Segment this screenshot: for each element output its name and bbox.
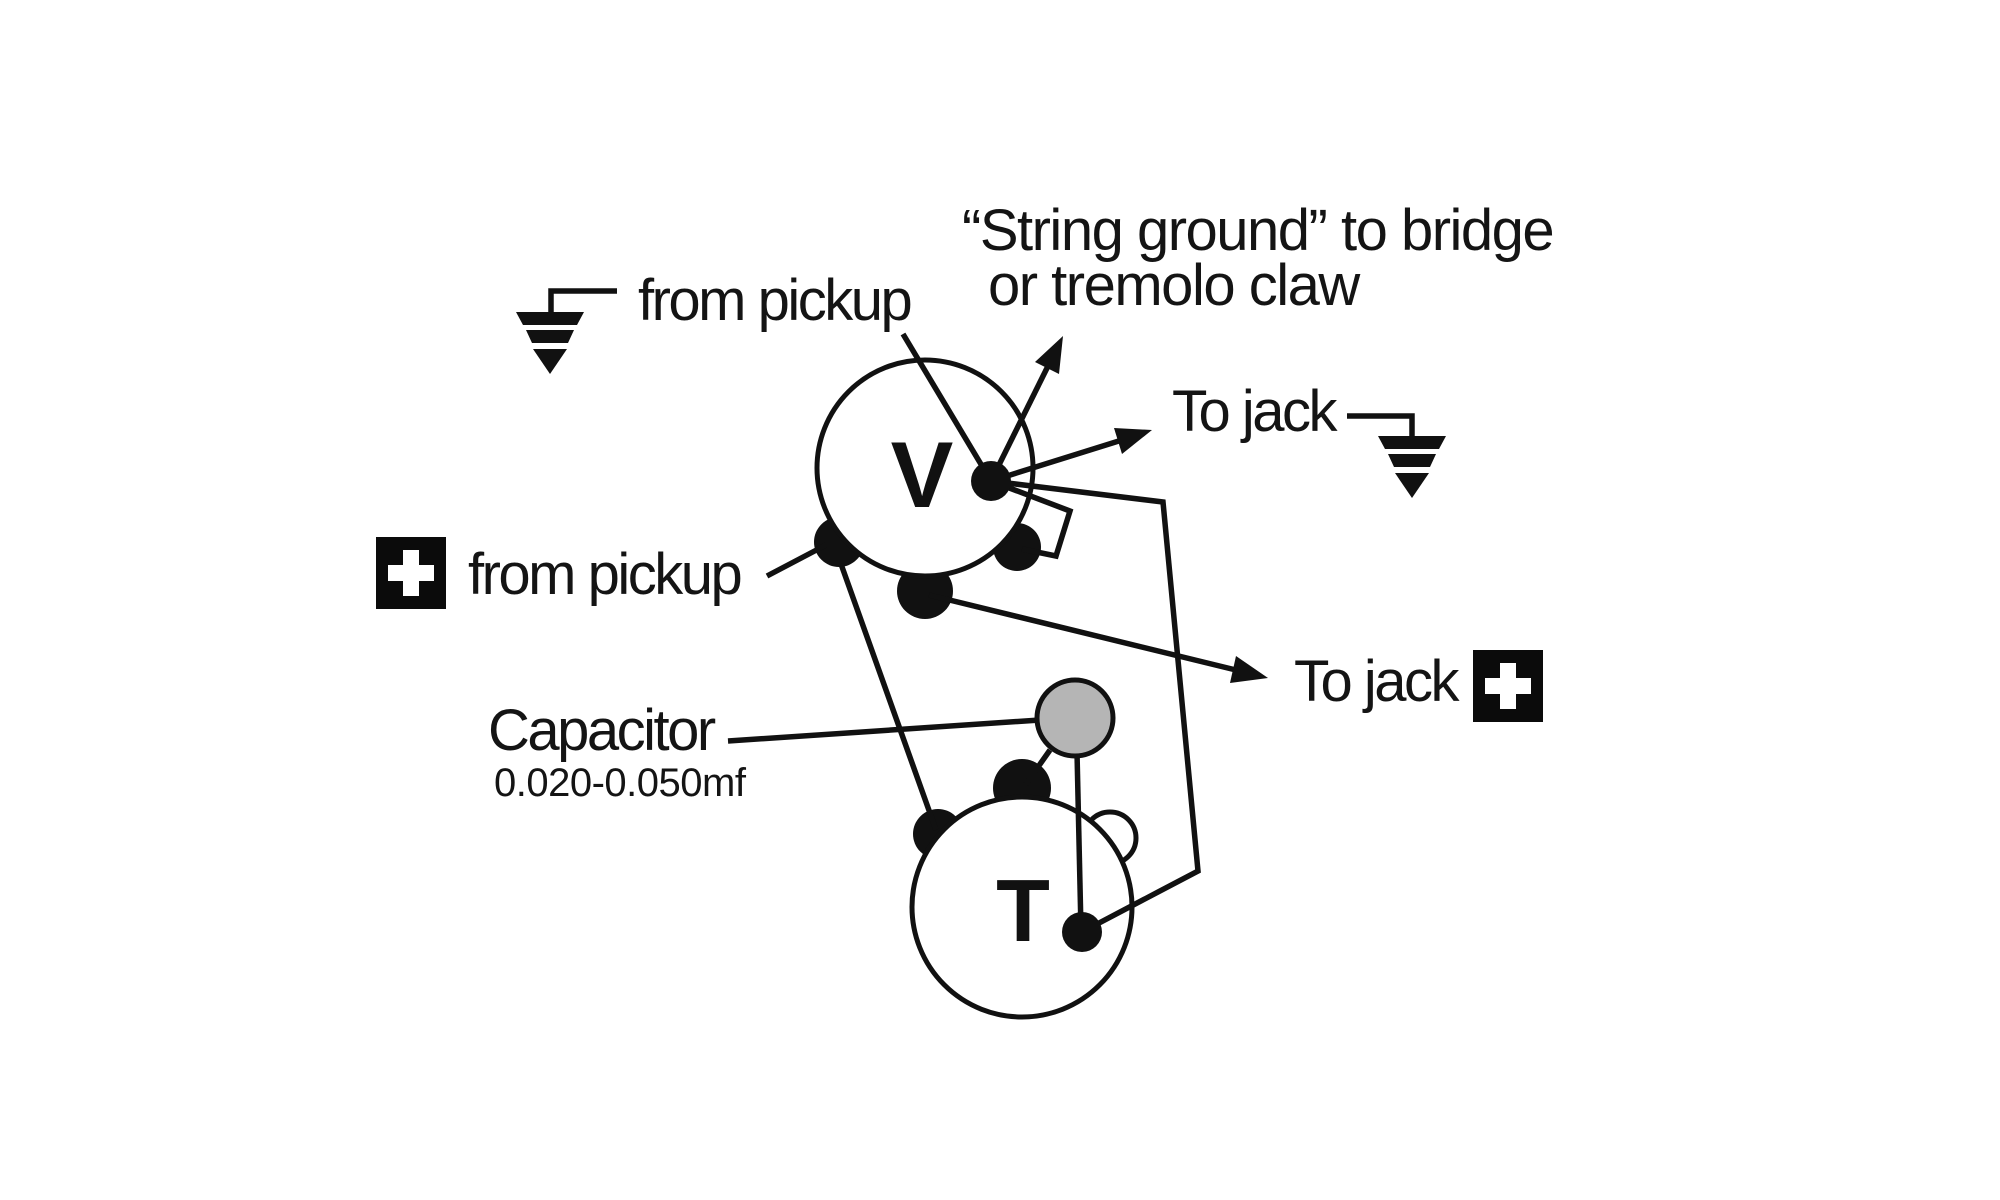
capacitor-body xyxy=(1034,677,1116,759)
wire-to-jack-ground xyxy=(990,437,1123,484)
wires xyxy=(727,332,1241,935)
arrowhead-to-jack-hot xyxy=(1230,656,1268,683)
label-to-jack-ground: To jack xyxy=(1172,379,1339,444)
wire-to-jack-hot xyxy=(928,592,1241,674)
arrowhead-string-ground xyxy=(1035,336,1063,374)
wire-from-pickup-top xyxy=(900,332,994,483)
label-string-ground-line2: or tremolo claw xyxy=(988,253,1361,318)
ground-lead-left xyxy=(548,288,617,313)
ground-lead-right xyxy=(1347,413,1415,438)
ground-icon-right xyxy=(1347,413,1446,498)
volume-lug-center xyxy=(971,461,1011,501)
label-from-pickup-left: from pickup xyxy=(468,542,741,607)
label-capacitor-value: 0.020-0.050mf xyxy=(494,761,747,805)
arrowheads xyxy=(1035,336,1268,683)
label-capacitor: Capacitor xyxy=(488,698,716,763)
wire-capacitor-to-lug xyxy=(1023,748,1053,786)
label-string-ground-line1: “String ground” to bridge xyxy=(962,198,1553,263)
tone-lug-right xyxy=(1062,912,1102,952)
wire-casing-kink xyxy=(990,478,1074,560)
wire-from-pickup-left xyxy=(765,542,828,579)
tone-pot-letter: T xyxy=(996,861,1050,960)
wire-volume-left-to-tone xyxy=(838,563,939,831)
wire-volume-to-tone xyxy=(990,478,1201,935)
plus-icon-left xyxy=(376,537,446,609)
label-from-pickup-top: from pickup xyxy=(638,268,911,333)
arrowhead-to-jack-ground xyxy=(1114,428,1152,454)
label-to-jack-hot: To jack xyxy=(1294,649,1461,714)
wire-string-ground xyxy=(988,360,1053,483)
wire-capacitor-down xyxy=(1074,751,1084,931)
plus-icon-right xyxy=(1473,650,1543,722)
ground-icon-top-left xyxy=(516,288,617,374)
wire-capacitor-leader xyxy=(727,717,1041,744)
volume-pot-letter: V xyxy=(891,422,954,527)
